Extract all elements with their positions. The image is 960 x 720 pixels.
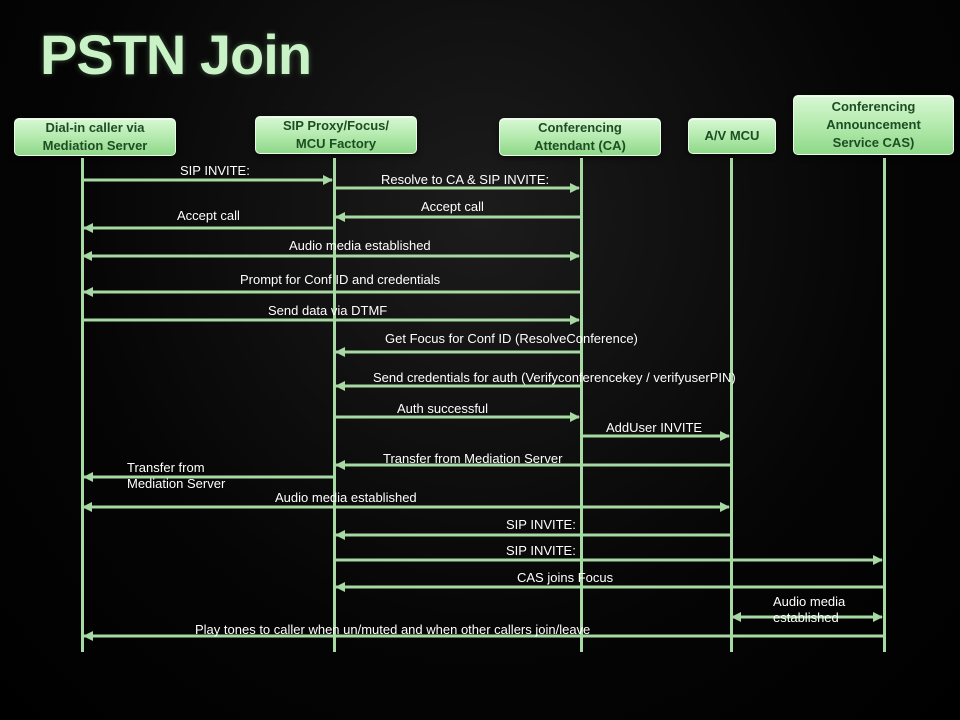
message-label: Transfer from Mediation Server — [383, 451, 563, 466]
lifeline-proxy — [333, 158, 336, 652]
message-label: Accept call — [177, 208, 240, 223]
actor-label-line: Mediation Server — [42, 138, 148, 153]
actor-label-line: A/V MCU — [704, 128, 760, 143]
message-label: Transfer from Mediation Server — [127, 460, 226, 491]
message-label: Send credentials for auth (Verifyconfere… — [373, 370, 736, 385]
message-label: SIP INVITE: — [180, 163, 250, 178]
message-label: AddUser INVITE — [606, 420, 703, 435]
message-label: Audio media established — [773, 594, 846, 625]
page-title: PSTN Join — [40, 23, 312, 86]
actor-label-line: MCU Factory — [295, 136, 377, 151]
lifeline-ca — [580, 158, 583, 652]
actor-label-line: Attendant (CA) — [534, 138, 626, 153]
message-label: Audio media established — [275, 490, 417, 505]
actor-label-line: Service CAS) — [832, 135, 915, 150]
message-label: Prompt for Conf ID and credentials — [240, 272, 441, 287]
message-label: Auth successful — [397, 401, 489, 416]
message-label: Resolve to CA & SIP INVITE: — [381, 172, 550, 187]
message-label: Send data via DTMF — [268, 303, 388, 318]
lifeline-caller — [81, 158, 84, 652]
message-label: Accept call — [421, 199, 484, 214]
message-label: CAS joins Focus — [517, 570, 614, 585]
message-label: Audio media established — [289, 238, 431, 253]
actor-proxy: SIP Proxy/Focus/MCU Factory — [255, 116, 417, 154]
actor-mcu: A/V MCU — [688, 118, 776, 154]
message-label: SIP INVITE: — [506, 517, 576, 532]
actor-label-line: Conferencing — [831, 99, 916, 114]
lifeline-cas — [883, 158, 886, 652]
lifeline-mcu — [730, 158, 733, 652]
message-label: SIP INVITE: — [506, 543, 576, 558]
actor-label-line: Conferencing — [538, 120, 622, 135]
message-label: Get Focus for Conf ID (ResolveConference… — [385, 331, 638, 346]
actor-label-line: Dial-in caller via — [45, 120, 145, 135]
message-label: Play tones to caller when un/muted and w… — [195, 622, 591, 637]
actor-label-line: Announcement — [826, 117, 921, 132]
actor-label-line: SIP Proxy/Focus/ — [283, 118, 389, 133]
